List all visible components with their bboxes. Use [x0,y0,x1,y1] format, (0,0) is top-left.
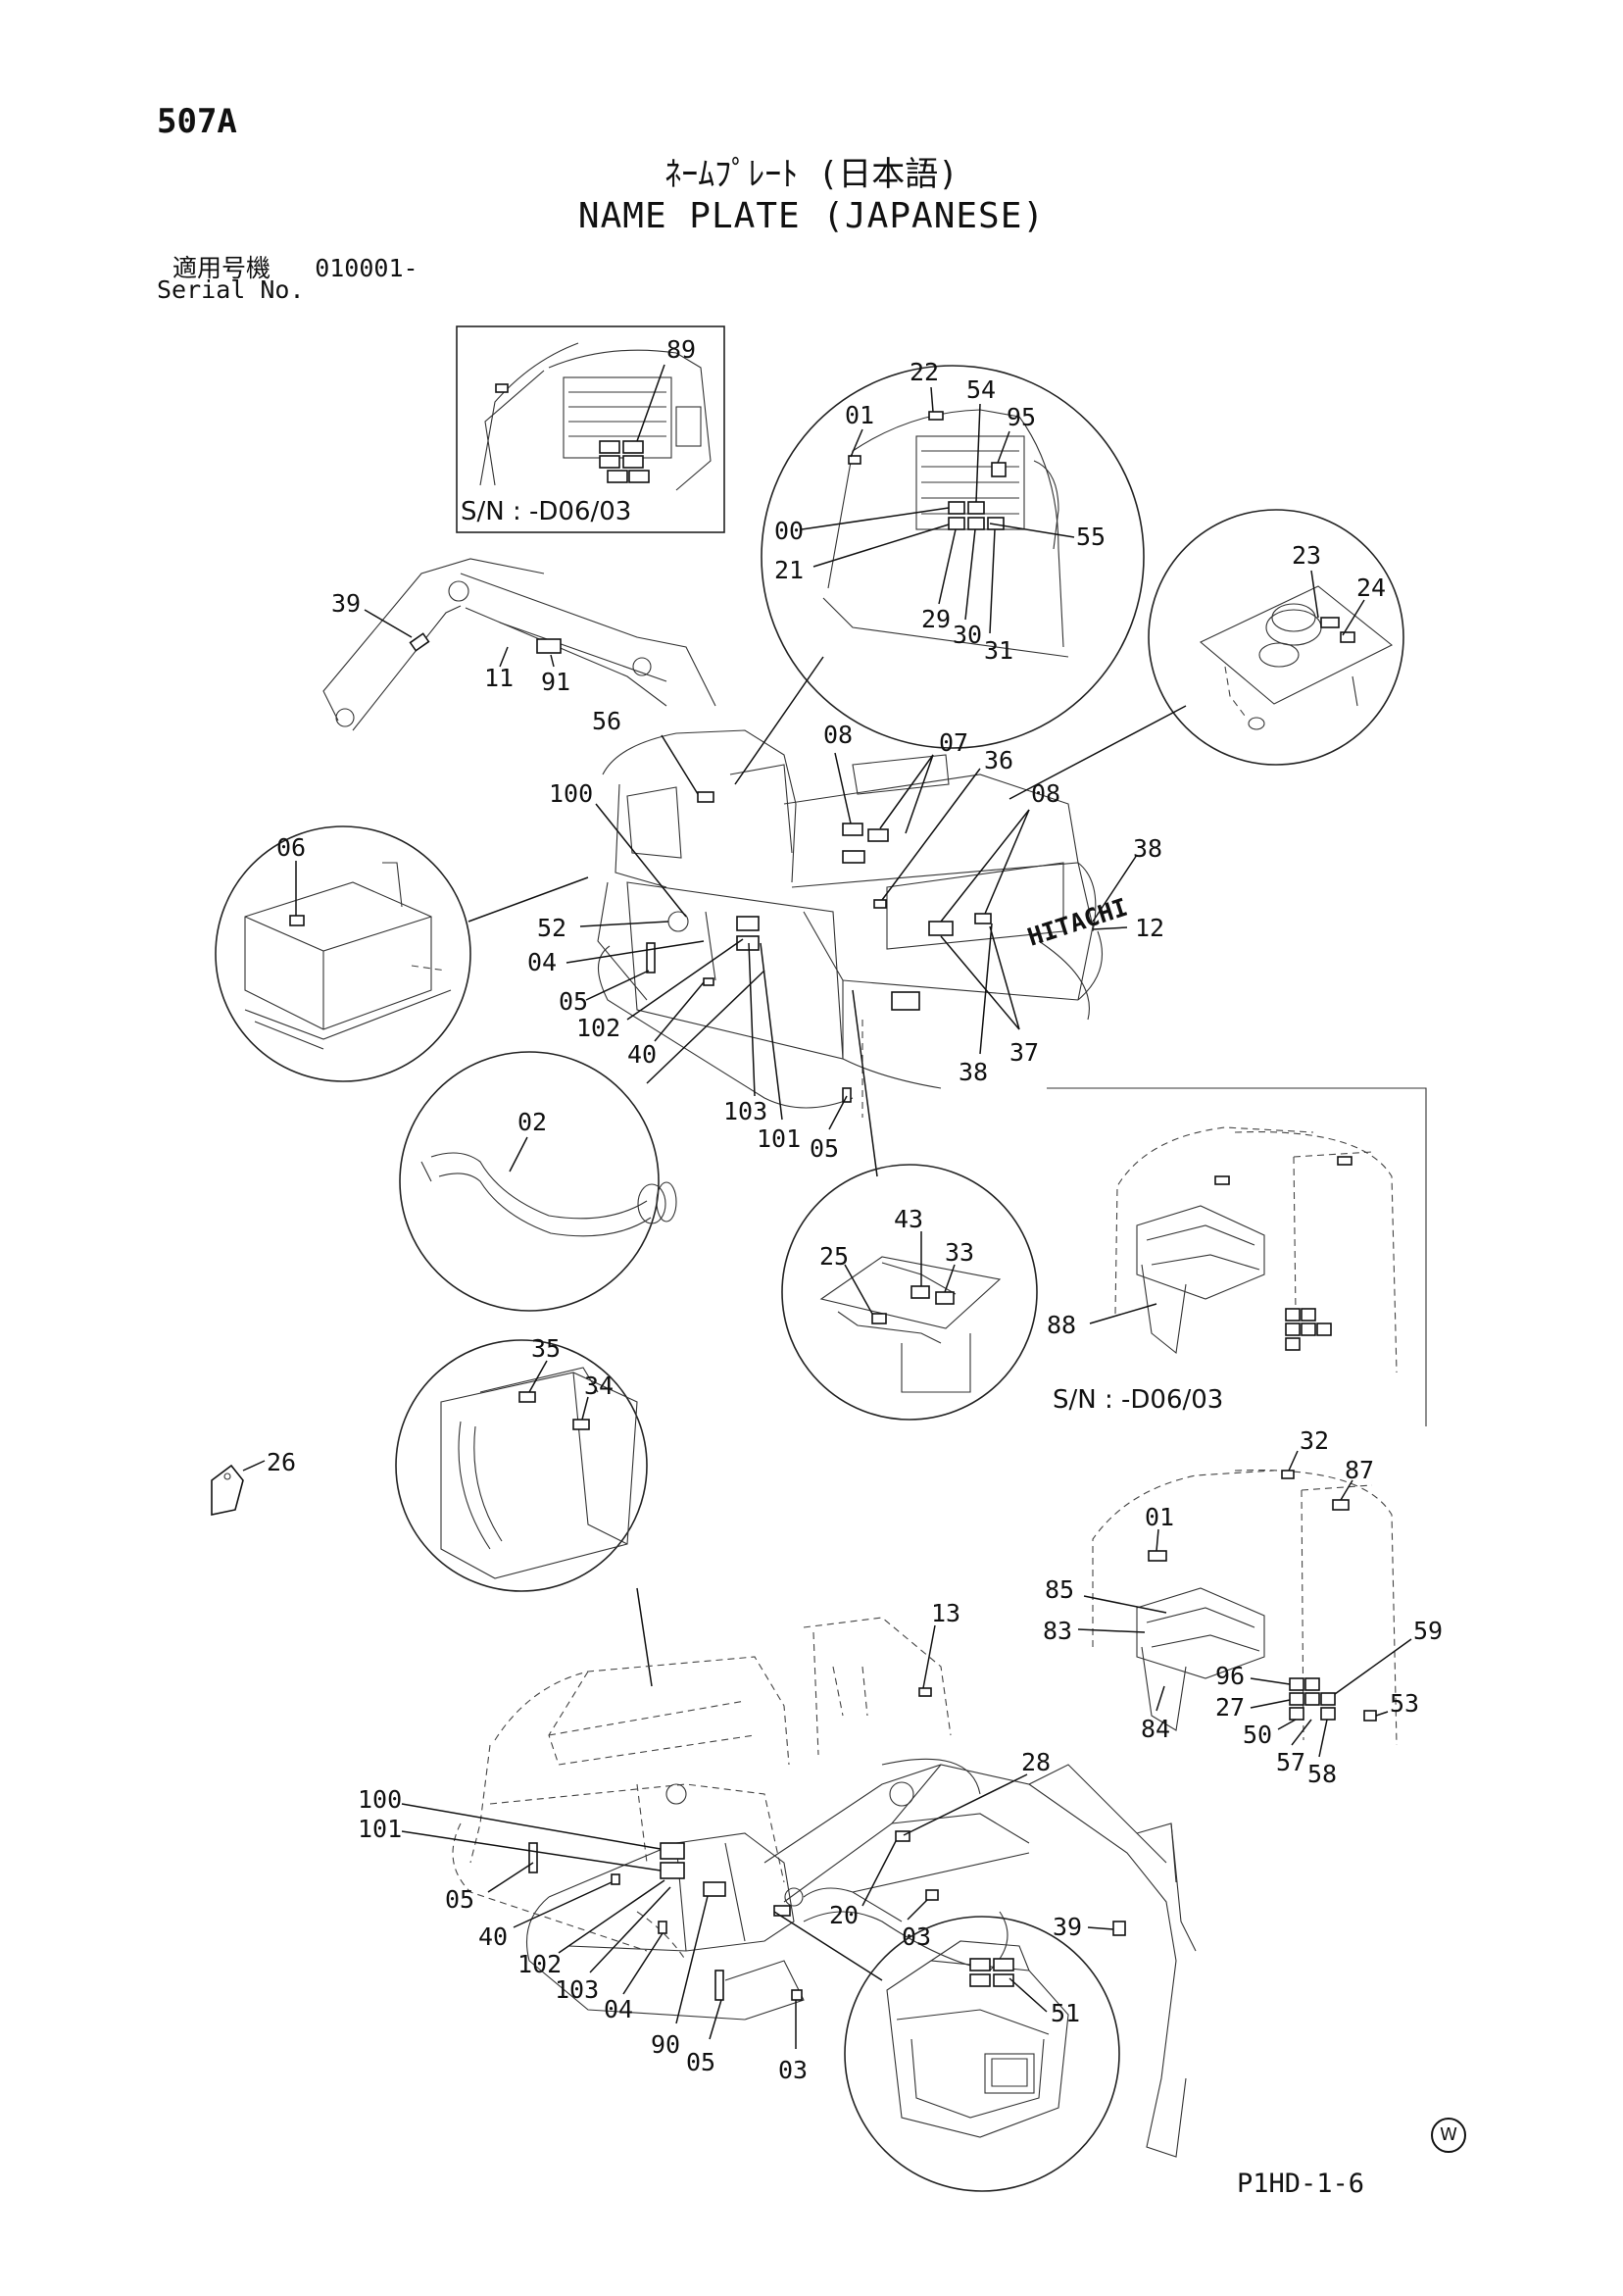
callout-24: 24 [1356,574,1386,602]
callout-58: 58 [1307,1760,1337,1788]
callout-89: 89 [666,335,696,364]
cab-interior-inset-early: 89 S/N : -D06/03 [456,325,725,533]
watermark-symbol: W [1431,2118,1466,2153]
callout-55: 55 [1076,523,1106,551]
hitachi-marking: HITACHI [1024,893,1131,952]
callout-85: 85 [1045,1575,1074,1604]
callout-101-b: 101 [358,1815,402,1843]
callout-102: 102 [576,1014,620,1042]
callout-00: 00 [774,517,804,545]
cab-interior-inset-right-late: 32 87 01 85 83 59 96 27 50 53 84 57 58 [1043,1426,1443,1788]
callout-52: 52 [537,914,566,942]
hose-detail-circle: 02 [399,1051,677,1312]
callout-26: 26 [267,1448,296,1476]
serial-note-right: S/N : -D06/03 [1053,1385,1223,1415]
callout-04-b: 04 [604,1995,633,2023]
callout-53: 53 [1390,1689,1419,1718]
callout-101: 101 [757,1124,801,1153]
callout-05: 05 [559,987,588,1016]
callout-88: 88 [1047,1311,1076,1339]
callout-102-b: 102 [517,1950,562,1978]
callout-13: 13 [931,1599,960,1627]
serial-label-english: Serial No. [157,275,305,304]
callout-05-b: 05 [810,1134,839,1163]
callout-03: 03 [902,1922,931,1951]
callout-40-b: 40 [478,1922,508,1951]
callout-38-b: 38 [959,1058,988,1086]
callout-100-b: 100 [358,1785,402,1814]
cab-exterior-detail-circle: 51 [844,1916,1120,2192]
serial-note-top: S/N : -D06/03 [461,497,631,526]
callout-27: 27 [1215,1693,1245,1722]
callout-01-b: 01 [1145,1503,1174,1531]
callout-05-d: 05 [686,2048,715,2076]
callout-87: 87 [1345,1456,1374,1484]
controller-detail-circle: 06 [215,825,471,1082]
callout-40: 40 [627,1040,657,1069]
callout-03-b: 03 [778,2056,808,2084]
callout-04: 04 [527,948,557,976]
callout-06: 06 [276,833,306,862]
callout-12: 12 [1135,914,1164,942]
callout-21: 21 [774,556,804,584]
callout-96: 96 [1215,1662,1245,1690]
callout-37: 37 [1009,1038,1039,1067]
cab-labels-detail-circle: 01 22 54 95 00 55 21 29 30 31 [761,358,1145,749]
callout-54: 54 [966,375,996,404]
callout-50: 50 [1243,1721,1272,1749]
title-japanese: ﾈｰﾑﾌﾟﾚｰﾄ (日本語) [664,155,959,194]
callout-30: 30 [953,621,982,649]
callout-07: 07 [939,728,968,757]
callout-36: 36 [984,746,1013,774]
callout-22: 22 [910,358,939,386]
callout-33: 33 [945,1238,974,1267]
callout-91: 91 [541,668,570,696]
fuel-cap-detail-circle: 23 24 [1148,509,1404,766]
callout-59: 59 [1413,1617,1443,1645]
callout-84: 84 [1141,1715,1170,1743]
excavator-upper-view: HITACHI 39 11 91 56 08 07 36 08 38 12 10… [322,558,1187,1177]
cab-interior-inset-right-early: 88 S/N : -D06/03 [1047,1087,1427,1426]
page-number: P1HD-1-6 [1237,2169,1365,2199]
callout-56: 56 [592,707,621,735]
tag-part-26: 26 [211,1448,296,1516]
callout-95: 95 [1007,403,1036,431]
callout-100: 100 [549,779,593,808]
serial-row: 適用号機 010001- [172,249,418,284]
callout-11: 11 [484,664,514,692]
callout-25: 25 [819,1242,849,1271]
callout-34: 34 [584,1372,614,1400]
radiator-detail-circle: 35 34 [395,1334,653,1687]
callout-02: 02 [517,1108,547,1136]
callout-90: 90 [651,2030,680,2059]
callout-39-b: 39 [1053,1913,1082,1941]
callout-103: 103 [723,1097,767,1125]
callout-29: 29 [921,605,951,633]
callout-51: 51 [1051,1999,1080,2027]
serial-label-japanese: 適用号機 [172,254,271,282]
callout-32: 32 [1300,1426,1329,1455]
callout-05-c: 05 [445,1885,474,1914]
callout-20: 20 [829,1901,859,1929]
callout-28: 28 [1021,1748,1051,1776]
callout-35: 35 [531,1334,561,1363]
battery-detail-circle: 43 25 33 [781,1164,1038,1421]
title-english: NAME PLATE (JAPANESE) [577,196,1046,236]
excavator-lower-view: 13 28 100 101 05 40 102 103 04 20 03 39 … [358,1599,1197,2158]
callout-83: 83 [1043,1617,1072,1645]
callout-43: 43 [894,1205,923,1233]
serial-value: 010001- [315,254,418,282]
callout-08-b: 08 [1031,779,1060,808]
callout-38: 38 [1133,834,1162,863]
callout-31: 31 [984,636,1013,665]
callout-23: 23 [1292,541,1321,570]
callout-103-b: 103 [555,1975,599,2004]
callout-08: 08 [823,721,853,749]
diagram-code: 507A [157,102,237,141]
callout-57: 57 [1276,1748,1305,1776]
callout-39: 39 [331,589,361,618]
callout-01: 01 [845,401,874,429]
